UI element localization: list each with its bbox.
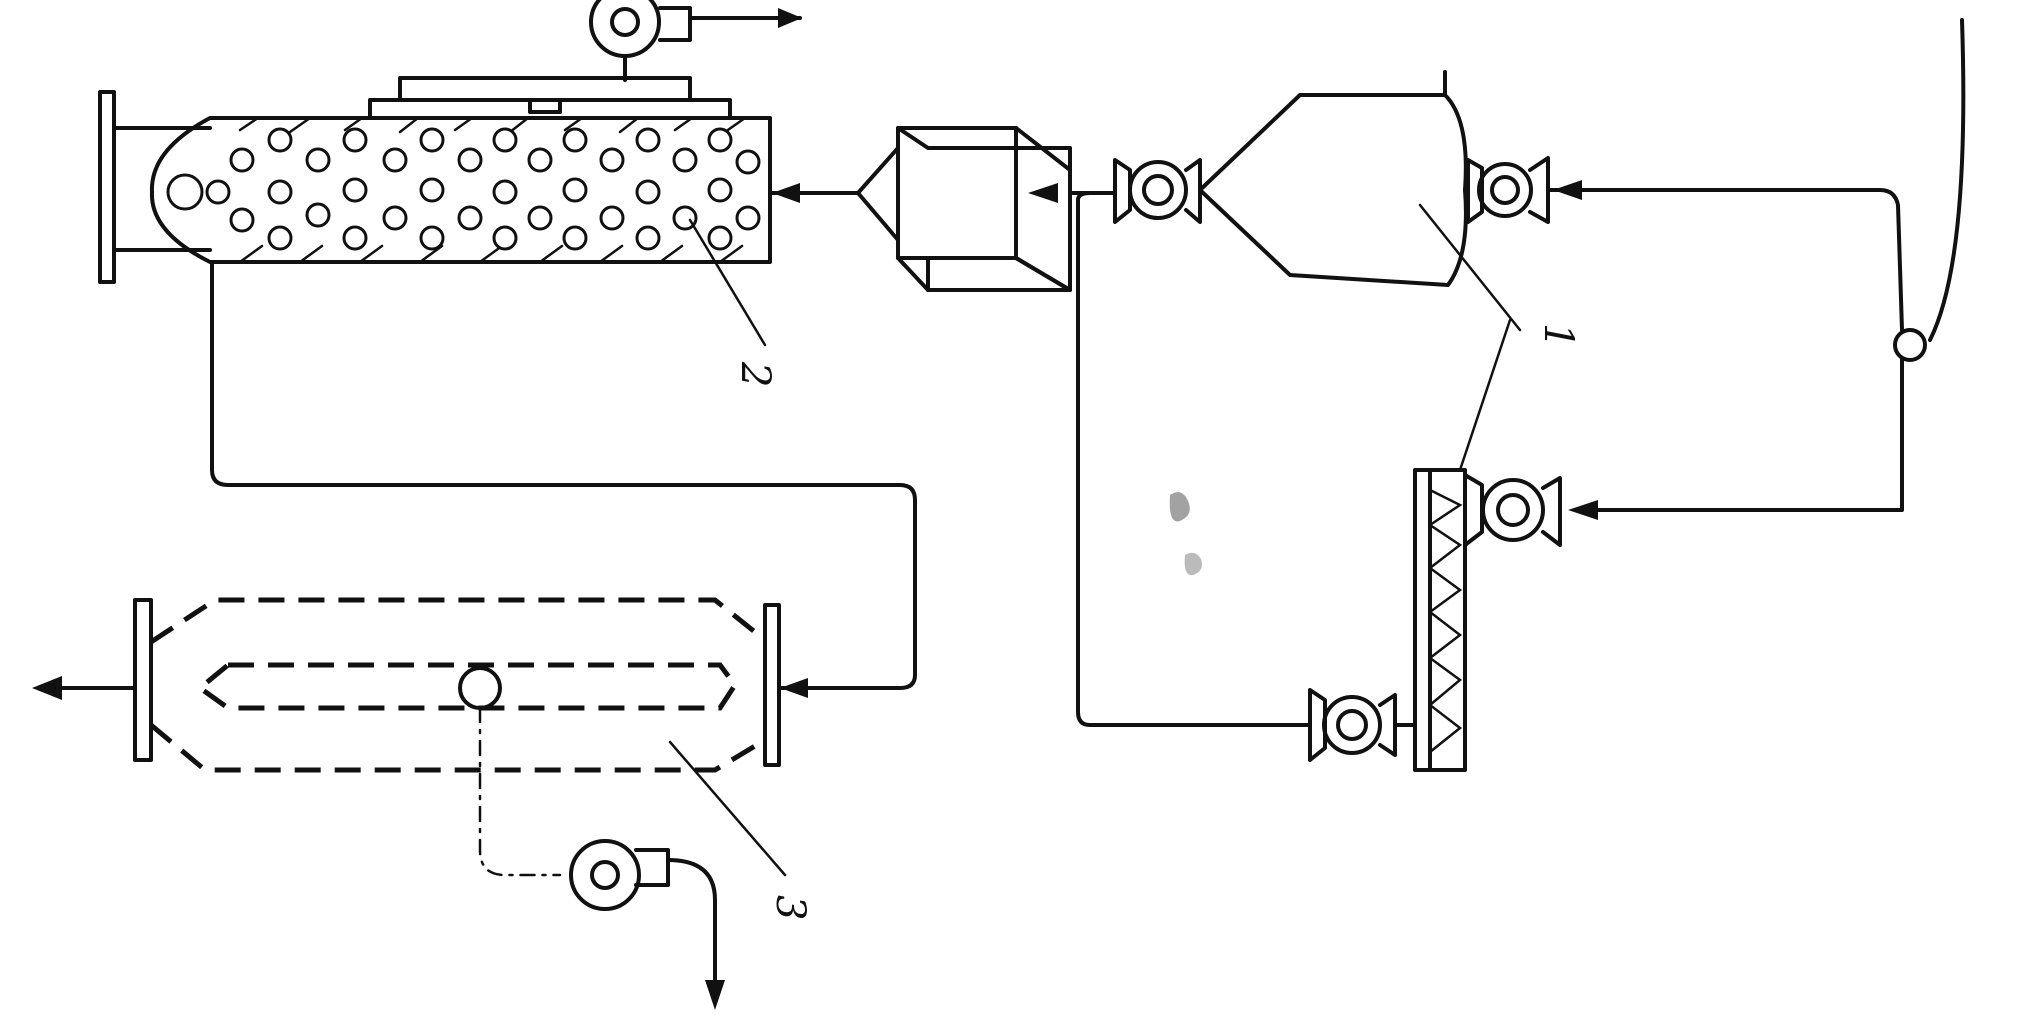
mixer-box (856, 126, 1072, 292)
cooler-3 (133, 597, 787, 877)
bottom-fan-icon (478, 706, 725, 1010)
outlet-arrow-left (32, 676, 137, 700)
screw-conveyor (1413, 468, 1467, 772)
catalyst-beads (166, 127, 761, 251)
label-3: 3 (767, 895, 813, 920)
transfer-pipe (210, 260, 917, 698)
top-fan-icon (589, 0, 802, 82)
pump-icon (1466, 156, 1550, 224)
pump-icon (1113, 158, 1202, 224)
reactor-hatching (238, 116, 747, 264)
feed-arrow-to-reactor (768, 183, 860, 203)
return-line (1076, 191, 1312, 727)
label-2: 2 (732, 361, 778, 387)
reactor-2 (98, 54, 772, 347)
supply-line (1546, 18, 1966, 520)
pump-icon (1308, 688, 1417, 762)
hopper-1 (1198, 70, 1468, 287)
label-1: 1 (1535, 323, 1581, 348)
pump-icon (1463, 473, 1562, 547)
ink-smudge (1169, 492, 1202, 576)
label-1-leaders (1418, 203, 1522, 472)
